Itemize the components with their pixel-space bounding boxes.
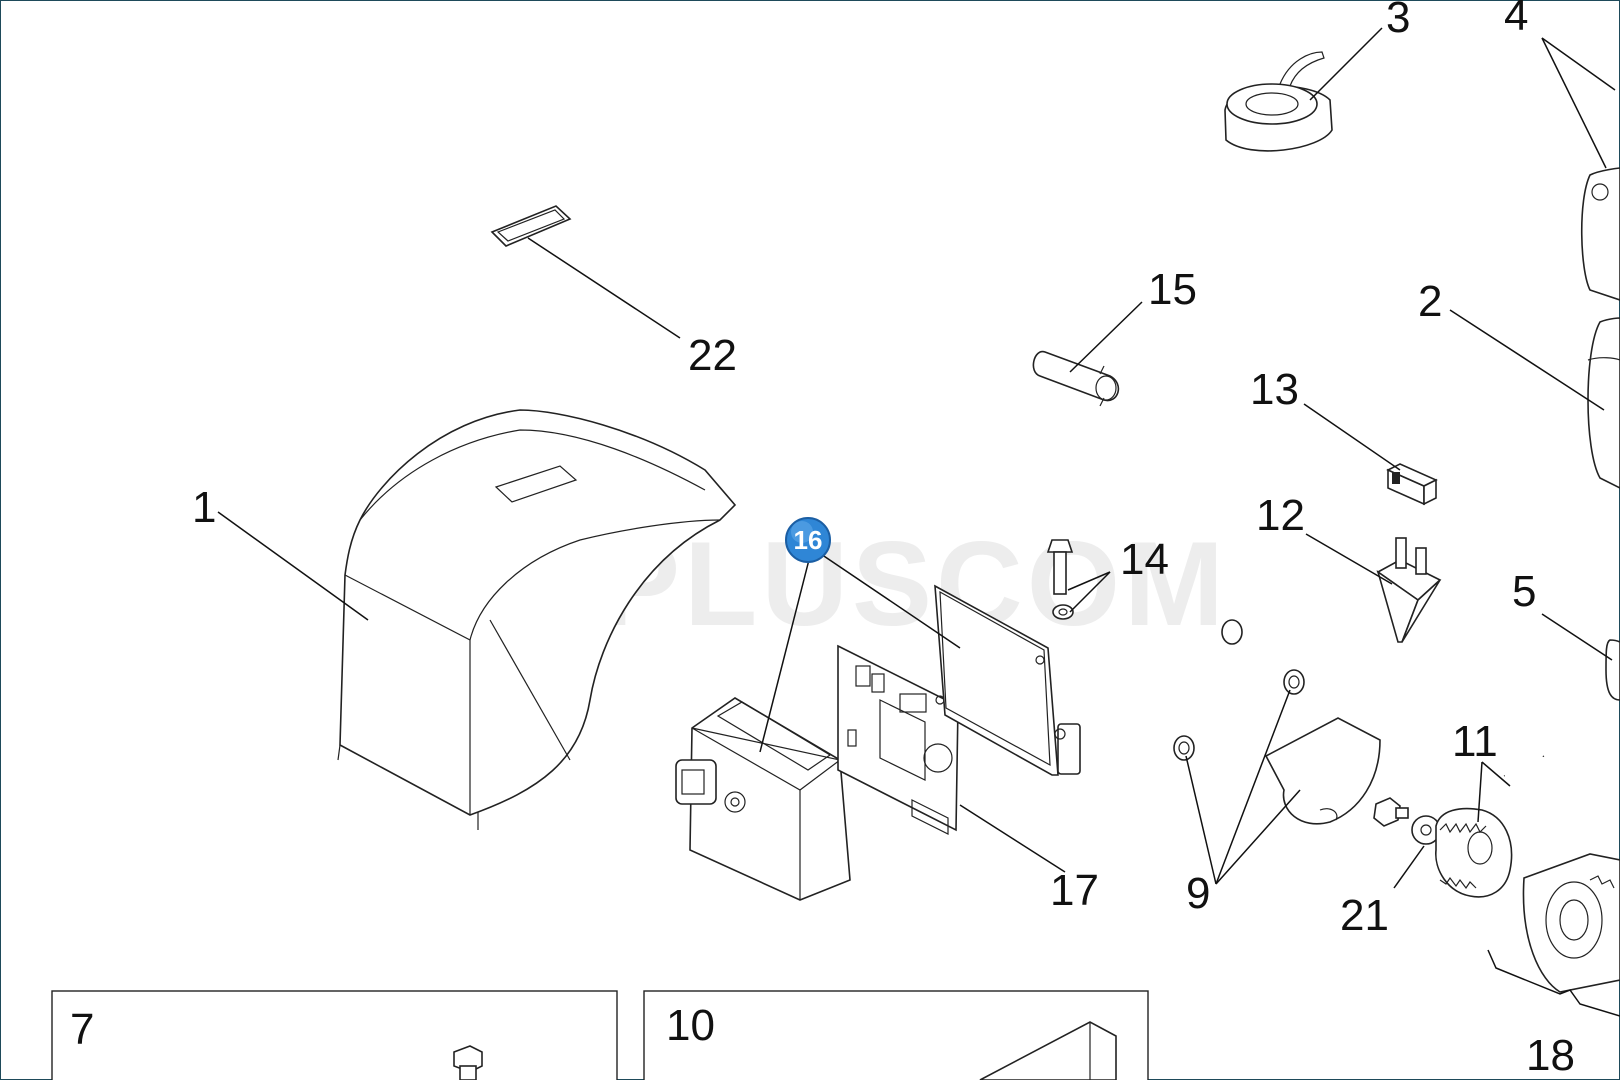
callout-14[interactable]: 14 — [1120, 535, 1169, 584]
leader-3 — [1309, 27, 1383, 101]
leader-4-a — [1541, 37, 1616, 91]
callout-12[interactable]: 12 — [1256, 491, 1305, 540]
part-15-capacitor[interactable] — [1032, 350, 1120, 407]
part-5-gearbox-side[interactable] — [1605, 639, 1620, 701]
part-17-pcb[interactable] — [837, 644, 959, 835]
leader-21 — [1393, 845, 1425, 889]
part-16-control-box[interactable] — [675, 697, 851, 901]
callout-15[interactable]: 15 — [1148, 265, 1197, 314]
part-12-switch[interactable] — [1376, 537, 1442, 643]
leader-11-a — [1477, 761, 1483, 823]
leader-14-b — [1069, 571, 1111, 613]
badge-circle — [785, 517, 831, 563]
callout-3[interactable]: 3 — [1386, 0, 1410, 42]
callout-2[interactable]: 2 — [1418, 277, 1442, 326]
part-18-gearbox[interactable] — [1522, 853, 1620, 993]
inset-7[interactable]: 7 — [51, 990, 618, 1080]
callout-17[interactable]: 17 — [1050, 866, 1099, 915]
leader-5 — [1541, 613, 1613, 661]
leader-14-a — [1067, 571, 1111, 591]
part-22-nameplate[interactable] — [490, 205, 572, 247]
part-13-connector[interactable] — [1386, 463, 1438, 506]
leader-13 — [1303, 403, 1401, 471]
leader-16-b — [811, 547, 961, 649]
part-1-cover[interactable] — [337, 409, 737, 830]
callout-1[interactable]: 1 — [192, 483, 216, 532]
callout-21[interactable]: 21 — [1340, 891, 1389, 940]
brace-18 — [1487, 949, 1620, 1017]
leader-11-b — [1481, 761, 1511, 787]
part-2-stator[interactable] — [1587, 317, 1620, 489]
leader-9-a — [1185, 755, 1217, 885]
part-14-bolt-washer[interactable] — [1046, 539, 1074, 620]
leader-4-b — [1541, 37, 1607, 169]
leader-1 — [217, 511, 369, 621]
callout-11[interactable]: 11 — [1452, 717, 1498, 766]
callout-5[interactable]: 5 — [1512, 567, 1536, 616]
watermark-text: PLUSCOM — [600, 517, 1228, 651]
leader-12 — [1305, 533, 1393, 585]
callout-16: 16 — [794, 525, 823, 555]
leader-22 — [527, 237, 681, 339]
leader-9-c — [1215, 789, 1301, 885]
part-16-mounting-plate[interactable] — [934, 584, 1081, 776]
part-3-encoder[interactable] — [1224, 51, 1333, 152]
leader-2 — [1449, 309, 1605, 411]
leader-9-b — [1215, 689, 1291, 885]
callout-18[interactable]: 18 — [1526, 1031, 1575, 1080]
callout-9[interactable]: 9 — [1186, 869, 1210, 918]
part-4-motor[interactable] — [1580, 167, 1620, 301]
leader-16-a — [759, 547, 813, 753]
callout-16-badge[interactable]: 16 — [785, 517, 831, 563]
badge-shine — [791, 521, 813, 543]
callout-10: 10 — [666, 1001, 715, 1050]
part-21-nut-washer[interactable] — [1373, 797, 1441, 845]
callout-4[interactable]: 4 — [1504, 0, 1528, 40]
callout-22[interactable]: 22 — [688, 331, 737, 380]
leader-15 — [1069, 301, 1143, 373]
part-11-gear-pin[interactable] — [1435, 755, 1545, 898]
leader-17 — [959, 804, 1066, 873]
callout-7: 7 — [70, 1005, 94, 1054]
callout-13[interactable]: 13 — [1250, 365, 1299, 414]
inset-10[interactable]: 10 — [643, 990, 1149, 1080]
